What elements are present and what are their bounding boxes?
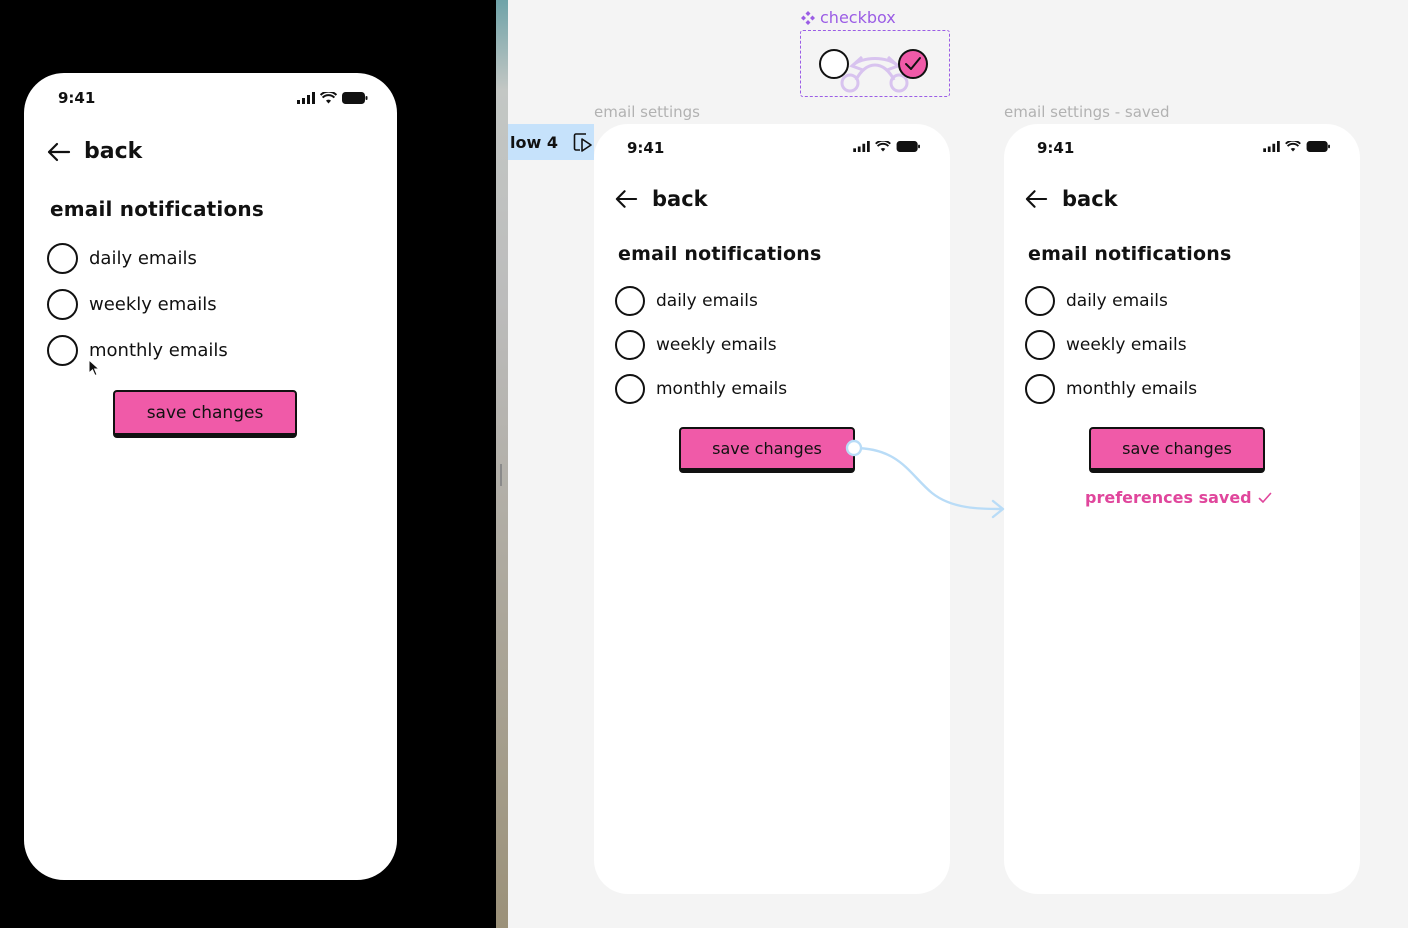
- option-daily-emails[interactable]: daily emails: [1025, 286, 1168, 316]
- option-monthly-emails[interactable]: monthly emails: [615, 374, 787, 404]
- radio-button[interactable]: [615, 330, 645, 360]
- checkbox-component[interactable]: [800, 30, 950, 97]
- arrow-left-icon: [47, 142, 71, 161]
- radio-button[interactable]: [615, 374, 645, 404]
- checked-variant: [897, 48, 928, 79]
- option-label: monthly emails: [1066, 379, 1198, 399]
- divider-handle[interactable]: [500, 464, 502, 486]
- section-title: email notifications: [618, 243, 822, 265]
- option-daily-emails[interactable]: daily emails: [47, 243, 197, 274]
- back-link[interactable]: back: [46, 139, 142, 164]
- preferences-saved-message: preferences saved: [1085, 488, 1272, 507]
- option-label: monthly emails: [656, 379, 788, 399]
- unchecked-variant: [818, 48, 849, 79]
- arrow-left-icon: [1025, 190, 1048, 208]
- prototype-connector[interactable]: [840, 435, 1015, 525]
- prototype-preview: 9:41 back email notifications daily emai…: [0, 0, 496, 928]
- save-changes-button[interactable]: save changes: [1089, 427, 1265, 473]
- back-label: back: [652, 187, 708, 211]
- signal-icon: [853, 141, 870, 152]
- radio-button[interactable]: [1025, 374, 1055, 404]
- status-time: 9:41: [58, 89, 96, 107]
- check-icon: [904, 56, 921, 70]
- signal-icon: [1263, 141, 1280, 152]
- frame-label-email-settings[interactable]: email settings: [594, 103, 700, 121]
- back-label: back: [84, 139, 143, 164]
- play-flow-icon[interactable]: [572, 131, 594, 153]
- option-label: daily emails: [89, 248, 197, 269]
- option-daily-emails[interactable]: daily emails: [615, 286, 758, 316]
- option-label: weekly emails: [89, 294, 217, 315]
- radio-button[interactable]: [1025, 330, 1055, 360]
- component-label[interactable]: checkbox: [800, 8, 896, 27]
- wifi-icon: [320, 92, 337, 104]
- status-time: 9:41: [627, 139, 665, 157]
- battery-icon: [896, 141, 920, 152]
- option-label: monthly emails: [89, 340, 228, 361]
- option-weekly-emails[interactable]: weekly emails: [1025, 330, 1187, 360]
- component-icon: [801, 10, 815, 25]
- mouse-cursor-icon: [88, 359, 100, 377]
- option-label: daily emails: [1066, 291, 1168, 311]
- connector-handle[interactable]: [845, 439, 863, 457]
- option-label: weekly emails: [1066, 335, 1187, 355]
- status-icons: [1263, 141, 1331, 152]
- flow-label: low 4: [510, 132, 558, 152]
- saved-text: preferences saved: [1085, 488, 1252, 507]
- arrow-left-icon: [615, 190, 638, 208]
- save-changes-button[interactable]: save changes: [679, 427, 855, 473]
- preview-phone: 9:41 back email notifications daily emai…: [24, 73, 397, 880]
- frame-email-settings[interactable]: 9:41 back email notifications daily emai…: [594, 124, 950, 894]
- component-name: checkbox: [820, 8, 896, 27]
- status-icons: [297, 92, 368, 104]
- checkbox-variants: [818, 48, 928, 92]
- battery-icon: [342, 92, 368, 104]
- radio-button[interactable]: [47, 243, 78, 274]
- radio-button[interactable]: [1025, 286, 1055, 316]
- check-icon: [1258, 492, 1271, 503]
- back-link[interactable]: back: [1024, 187, 1118, 211]
- section-title: email notifications: [50, 197, 264, 221]
- panel-divider[interactable]: [496, 0, 508, 928]
- radio-button[interactable]: [615, 286, 645, 316]
- option-label: weekly emails: [656, 335, 777, 355]
- battery-icon: [1306, 141, 1330, 152]
- section-title: email notifications: [1028, 243, 1232, 265]
- wifi-icon: [875, 141, 891, 152]
- option-label: daily emails: [656, 291, 758, 311]
- frame-email-settings-saved[interactable]: 9:41 back email notifications daily emai…: [1004, 124, 1360, 894]
- status-icons: [853, 141, 921, 152]
- signal-icon: [297, 92, 315, 104]
- option-monthly-emails[interactable]: monthly emails: [1025, 374, 1197, 404]
- back-link[interactable]: back: [614, 187, 708, 211]
- radio-button[interactable]: [47, 335, 78, 366]
- frame-label-email-settings-saved[interactable]: email settings - saved: [1004, 103, 1170, 121]
- radio-button[interactable]: [47, 289, 78, 320]
- status-time: 9:41: [1037, 139, 1075, 157]
- wifi-icon: [1285, 141, 1301, 152]
- save-changes-button[interactable]: save changes: [113, 390, 297, 438]
- option-weekly-emails[interactable]: weekly emails: [47, 289, 217, 320]
- option-weekly-emails[interactable]: weekly emails: [615, 330, 777, 360]
- option-monthly-emails[interactable]: monthly emails: [47, 335, 228, 366]
- back-label: back: [1062, 187, 1118, 211]
- flow-starting-point[interactable]: low 4: [508, 124, 594, 160]
